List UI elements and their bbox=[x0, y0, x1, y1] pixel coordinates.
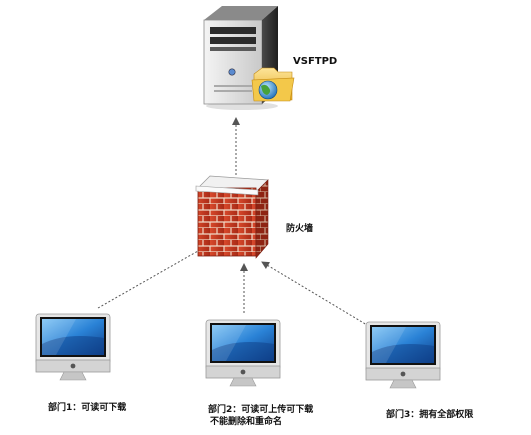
dept3-label: 部门3：拥有全部权限 bbox=[386, 410, 474, 420]
folder-globe-icon bbox=[251, 67, 295, 102]
dept1-label: 部门1：可读可下载 bbox=[48, 403, 127, 413]
dept3-computer-icon bbox=[365, 321, 441, 389]
dept2-computer-icon bbox=[205, 319, 281, 387]
arrow-dept1-to-firewall bbox=[97, 242, 213, 309]
arrow-dept3-to-firewall bbox=[261, 261, 373, 329]
server-label: VSFTPD bbox=[293, 56, 338, 67]
brick-wall-icon bbox=[195, 175, 269, 259]
dept1-computer-icon bbox=[35, 313, 111, 381]
connection-arrows bbox=[97, 117, 373, 329]
firewall-label: 防火墙 bbox=[286, 224, 314, 234]
dept2-label-line2: 不能删除和重命名 bbox=[210, 417, 283, 427]
dept2-label-line1: 部门2：可读可上传可下载 bbox=[208, 405, 314, 415]
